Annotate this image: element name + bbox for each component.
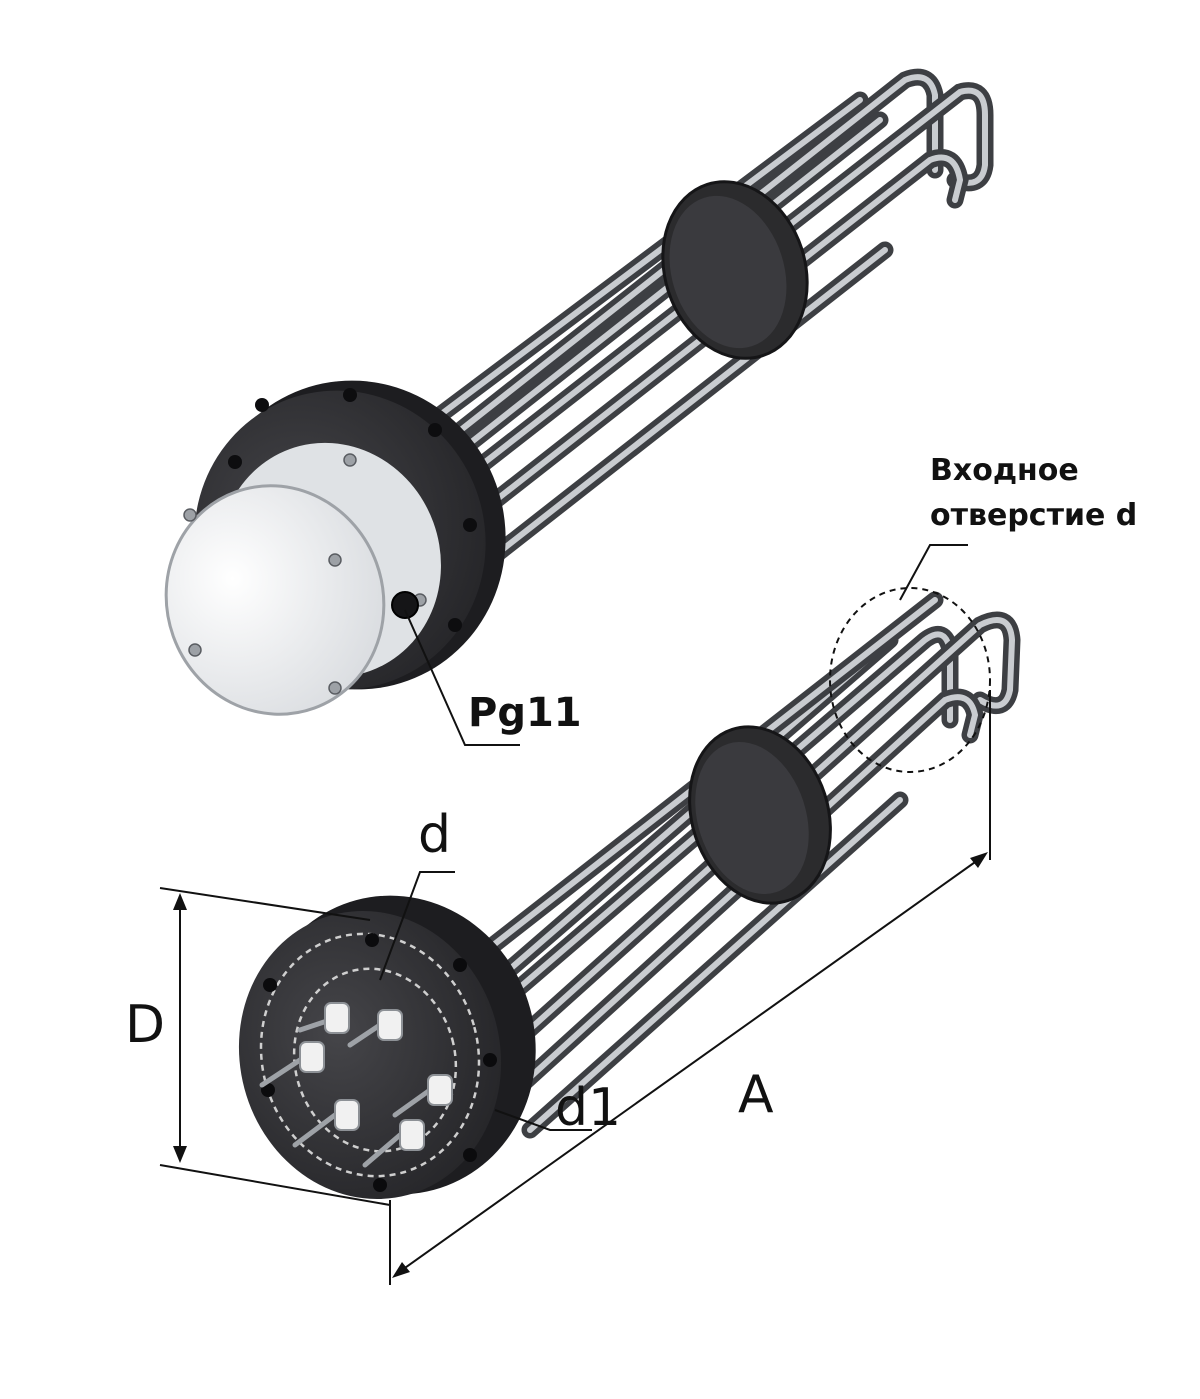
leader-d [379, 871, 455, 981]
dim-A-line [394, 854, 986, 1276]
top-cover-screws [183, 453, 427, 695]
inlet-label-line1: Входное [930, 453, 1079, 488]
leader-inlet [899, 544, 968, 601]
bottom-heater [238, 591, 1021, 1200]
d1-label: d1 [555, 1078, 622, 1138]
terminals [259, 1002, 453, 1168]
leader-d1 [494, 1109, 592, 1131]
d-label: d [418, 805, 452, 865]
A-label: A [738, 1065, 774, 1125]
inlet-label: Входное отверстие d [930, 448, 1137, 538]
inlet-highlight-circle [829, 587, 991, 773]
inner-circle-d [292, 967, 458, 1153]
bottom-flange-bolts [261, 933, 497, 1192]
bolt-circle-d1 [259, 932, 481, 1178]
cable-gland-icon [391, 591, 419, 619]
leader-pg [404, 609, 520, 746]
top-flange-bolts [228, 388, 477, 632]
top-heater [164, 68, 994, 716]
top-support-disc-face [669, 195, 787, 349]
top-cover [164, 484, 386, 716]
D-label: D [125, 995, 166, 1055]
dimension-lines [159, 544, 991, 1285]
pg-label: Pg11 [468, 690, 582, 736]
inlet-label-line2: отверстие d [930, 498, 1138, 533]
bottom-support-disc-face [695, 741, 809, 895]
